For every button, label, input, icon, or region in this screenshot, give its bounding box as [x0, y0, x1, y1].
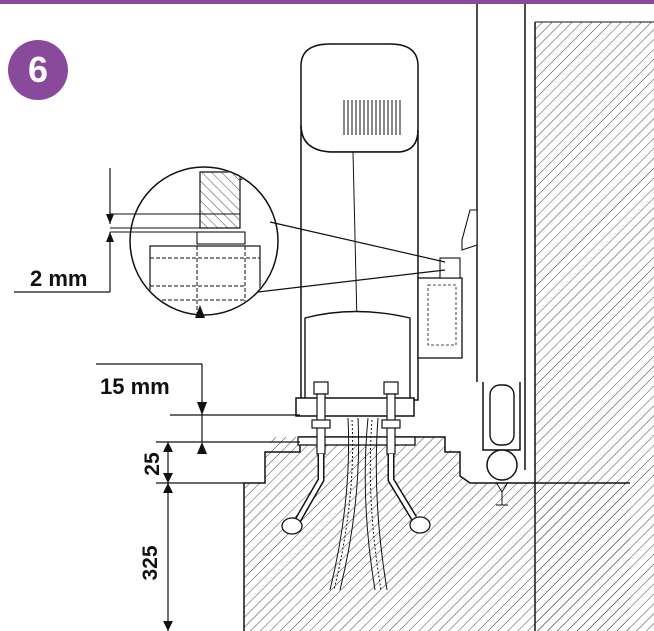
base-flange	[295, 397, 415, 417]
guide-roller	[486, 449, 518, 481]
dimension-label-2mm: 2 mm	[30, 266, 88, 291]
step-number-badge: 6	[8, 40, 68, 100]
top-accent-bar	[0, 0, 654, 4]
mounting-bracket	[304, 310, 411, 401]
detail-magnifier	[14, 166, 446, 318]
anchor-bolt-left	[281, 381, 331, 535]
vent-grille	[343, 100, 401, 135]
dimension-label-25: 25	[141, 452, 164, 476]
foundation-hatch	[244, 437, 630, 631]
gate-wheel	[489, 384, 515, 446]
gate-stop-plate	[461, 209, 478, 251]
dimension-label-15mm: 15 mm	[100, 374, 170, 399]
anchor-bolt-right	[381, 381, 431, 534]
dimension-vertical	[156, 442, 244, 631]
wall-hatch	[535, 22, 654, 631]
motor-cover-top	[300, 43, 419, 153]
cable-conduits	[329, 417, 388, 591]
limit-switch-box	[417, 277, 463, 359]
dimension-label-325: 325	[139, 545, 162, 581]
base-plate	[297, 436, 416, 446]
